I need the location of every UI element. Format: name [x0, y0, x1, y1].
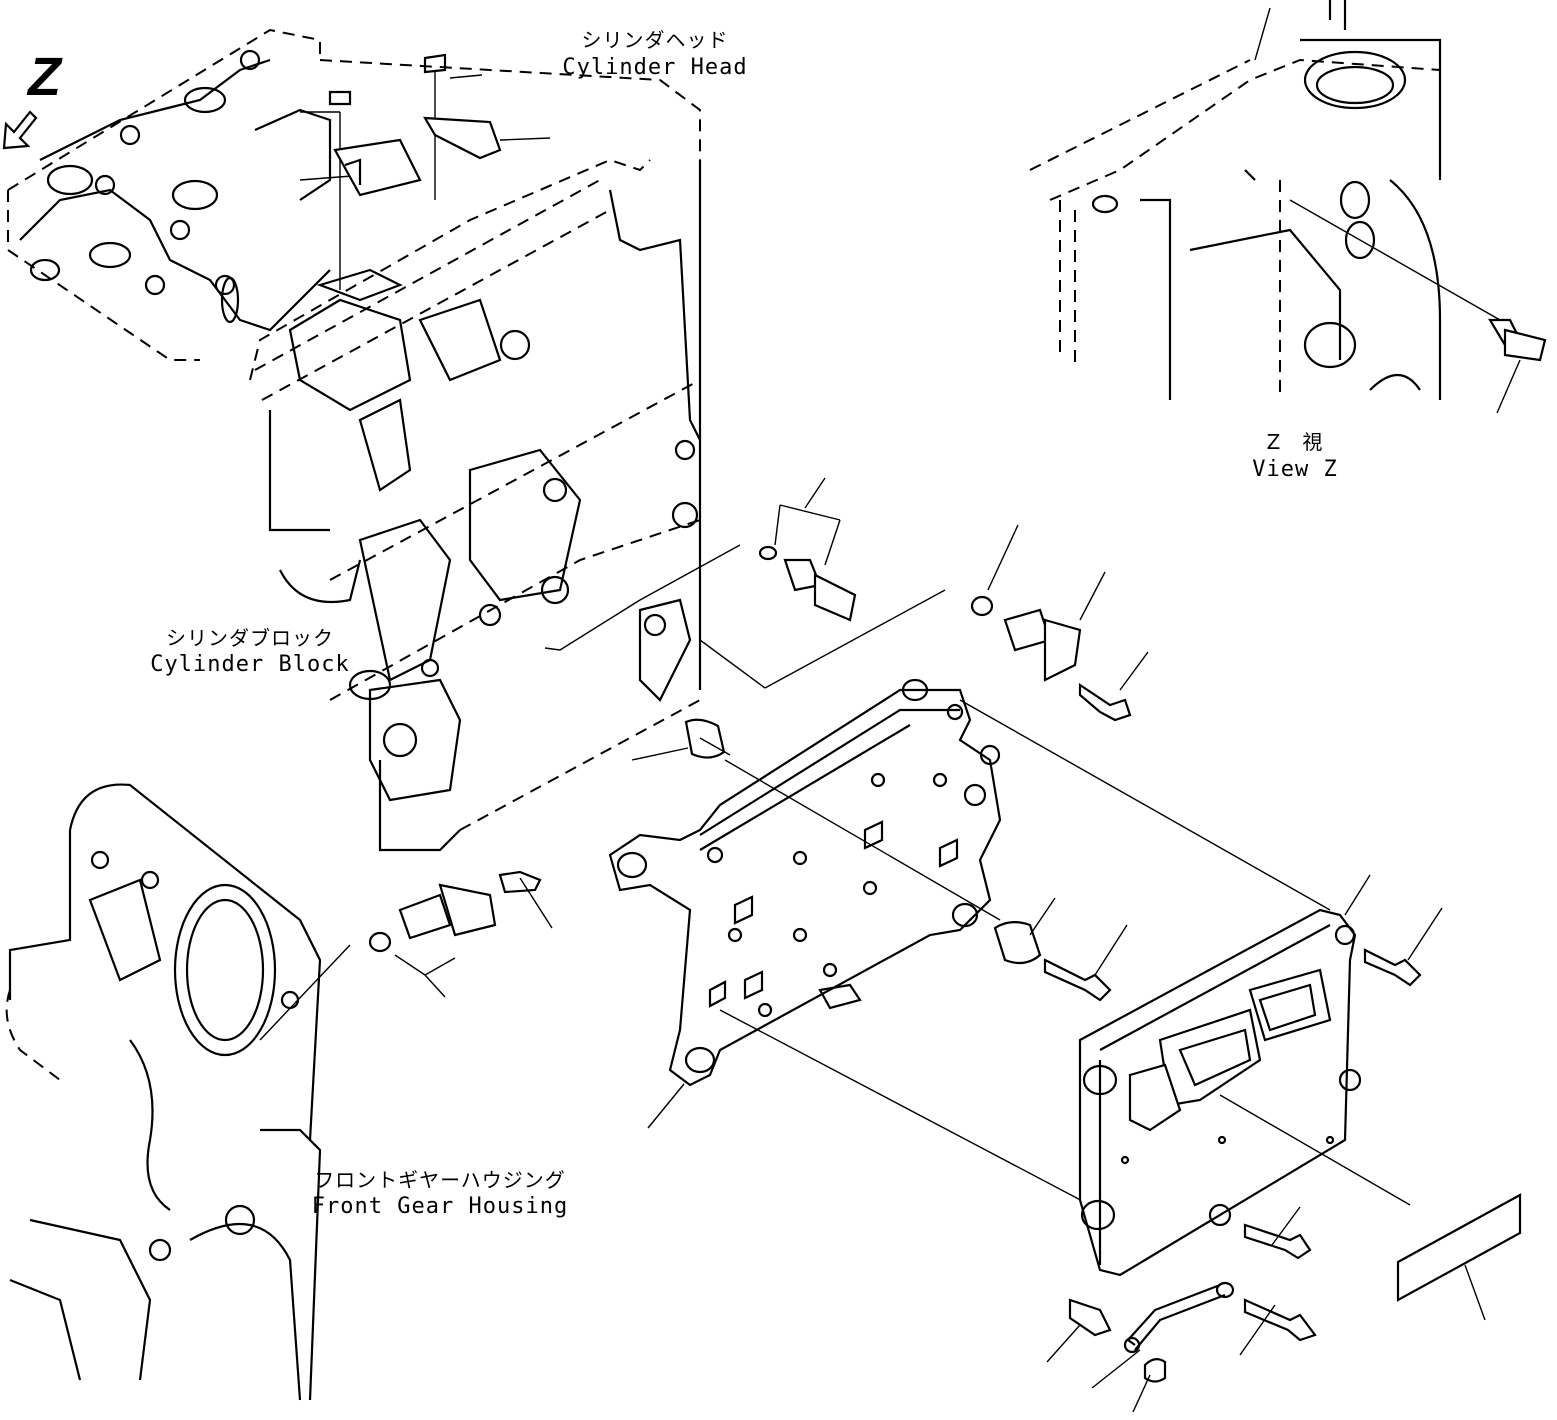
front-gear-housing: [5, 783, 322, 1401]
speed-sensor-lower: [259, 870, 553, 1041]
engine-control-module: [1078, 874, 1411, 1277]
cylinder-block-label-jp: シリンダブロック: [166, 626, 334, 650]
view-z-arrow: [2, 110, 38, 150]
cylinder-head-label-en: Cylinder Head: [562, 55, 748, 80]
ecm-mount-bolt: [1363, 907, 1443, 987]
pressure-sensor: [544, 477, 857, 651]
cylinder-block-label-en: Cylinder Block: [150, 652, 350, 677]
spacer-bushing: [631, 718, 731, 761]
view-z-label-jp: Z 視: [1266, 430, 1324, 454]
view-z-marker: Z: [28, 47, 61, 107]
label-plate: [1396, 1193, 1522, 1321]
front-gear-housing-label-jp: フロントギヤーハウジング: [314, 1168, 566, 1192]
cylinder-head-label-jp: シリンダヘッド: [581, 28, 729, 52]
front-gear-housing-label-en: Front Gear Housing: [311, 1194, 569, 1219]
head-sensor-group: [299, 53, 551, 302]
ecm-mounting-bracket: [608, 678, 1331, 1206]
ground-wire-and-fasteners: [1046, 1206, 1317, 1413]
speed-sensor-upper: [699, 524, 1149, 722]
cylinder-head: [7, 28, 701, 361]
cylinder-block: [249, 158, 702, 852]
view-z-inset: [1029, 0, 1547, 414]
isolator-and-bolt: [993, 897, 1128, 1002]
view-z-label-en: View Z: [1252, 457, 1338, 482]
